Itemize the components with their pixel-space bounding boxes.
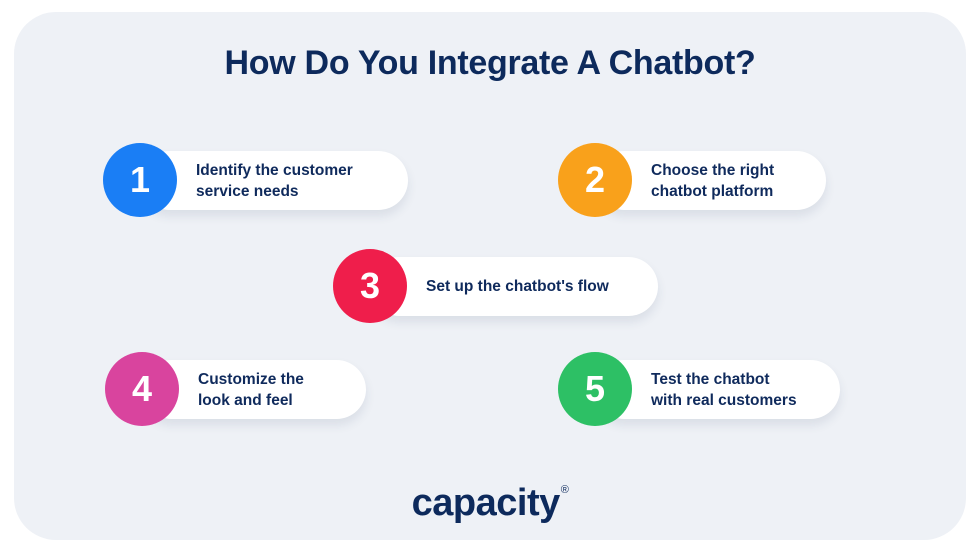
step-1-label: Identify the customer service needs [196,161,353,200]
step-3-pill: Set up the chatbot's flow [370,257,658,316]
step-4-pill: Customize the look and feel [142,360,366,419]
registered-mark-icon: ® [560,484,569,496]
step-4-number-badge: 4 [105,352,179,426]
step-2-label: Choose the right chatbot platform [651,161,775,200]
step-3-number-badge: 3 [333,249,407,323]
logo-wordmark: capacity [411,482,561,524]
step-3-label: Set up the chatbot's flow [426,278,609,295]
capacity-logo: capacity® [0,482,980,525]
step-4-label: Customize the look and feel [198,370,304,409]
step-1-number-badge: 1 [103,143,177,217]
step-2-pill: Choose the right chatbot platform [595,151,826,210]
step-5-pill: Test the chatbot with real customers [595,360,840,419]
page-title: How Do You Integrate A Chatbot? [224,44,756,82]
step-1-pill: Identify the customer service needs [140,151,408,210]
step-5-label: Test the chatbot with real customers [651,370,797,409]
step-2-number-badge: 2 [558,143,632,217]
step-5-number-badge: 5 [558,352,632,426]
